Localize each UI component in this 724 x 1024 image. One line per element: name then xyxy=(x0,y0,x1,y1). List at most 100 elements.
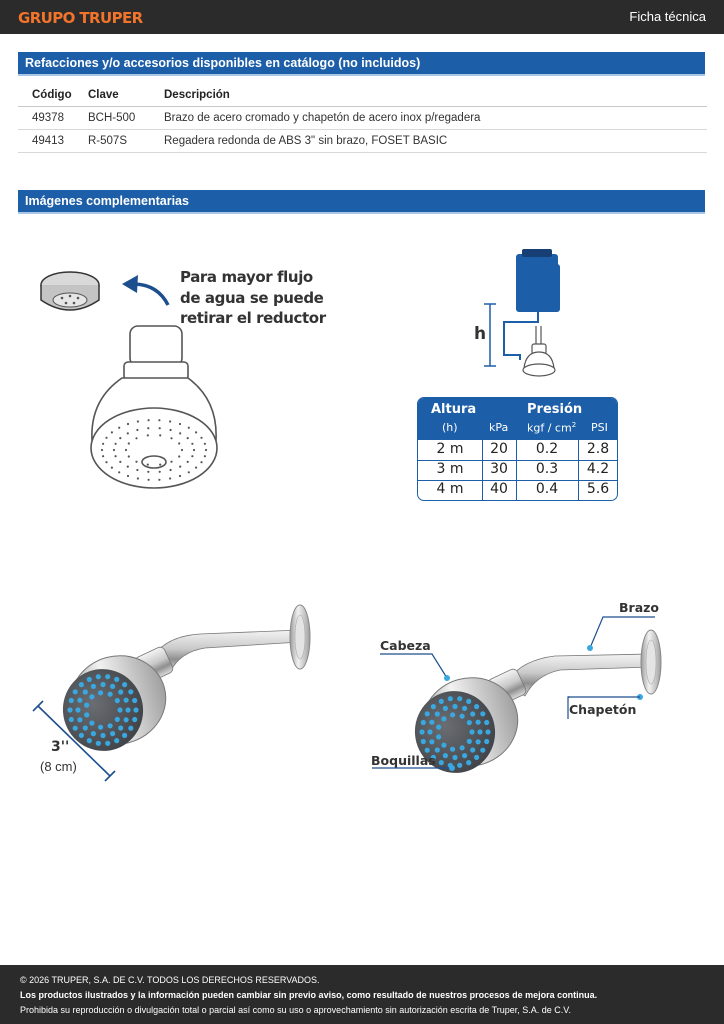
nozzle-dot xyxy=(119,437,122,440)
cell-kgf: 0.4 xyxy=(535,481,559,497)
nozzle-dot xyxy=(90,683,96,690)
cell-codigo: 49413 xyxy=(18,129,88,153)
nozzle-dot xyxy=(466,698,472,705)
nozzle-dot xyxy=(427,729,433,735)
column-header-descripcion: Descripción xyxy=(164,83,707,107)
nozzle-dot xyxy=(195,466,198,469)
nozzle-dot xyxy=(178,455,181,458)
table-row: 49378 BCH-500 Brazo de acero cromado y c… xyxy=(18,106,707,130)
cell-clave: BCH-500 xyxy=(88,106,164,130)
cell-altura: 4 m xyxy=(436,481,464,497)
curved-arrow-icon xyxy=(122,275,170,306)
nozzle-dot xyxy=(430,704,436,710)
nozzle-dot xyxy=(452,754,458,761)
callout-cabeza: Cabeza xyxy=(380,638,431,653)
nozzle-dot xyxy=(89,694,95,700)
cell-psi: 2.8 xyxy=(586,441,610,457)
nozzle-dot xyxy=(429,739,435,745)
nozzle-dot xyxy=(186,437,189,440)
nozzle-dot xyxy=(77,697,83,703)
nozzle-dot xyxy=(192,448,196,452)
nozzle-dot xyxy=(158,470,161,473)
nozzle-dot xyxy=(100,732,106,739)
pressure-row: 2 m 20 0.2 2.8 xyxy=(418,440,617,460)
cell-descripcion: Brazo de acero cromado y chapetón de ace… xyxy=(164,106,707,130)
nozzle-dot xyxy=(147,478,150,481)
nozzle-dot xyxy=(77,717,83,723)
kgf-unit-base: kgf / cm xyxy=(527,421,572,435)
nozzle-dot xyxy=(457,696,463,702)
nozzle-dot xyxy=(187,426,190,429)
presion-title: Presión xyxy=(527,402,583,417)
nozzle-dot xyxy=(452,703,458,710)
nozzle-dot xyxy=(179,465,182,468)
nozzle-dot xyxy=(95,674,101,680)
images-section-header: Imágenes complementarias xyxy=(18,190,705,214)
accessories-section-header: Refacciones y/o accesorios disponibles e… xyxy=(18,52,705,76)
nozzle-dot xyxy=(462,753,468,759)
images-section-title: Imágenes complementarias xyxy=(25,194,189,208)
nozzle-dot xyxy=(68,697,74,704)
shower-head-outline-nozzles xyxy=(100,419,208,481)
row-divider xyxy=(418,480,617,481)
nozzle-dot xyxy=(424,747,430,753)
nozzle-dot xyxy=(195,431,198,434)
nozzle-dot xyxy=(438,698,444,705)
document-type: Ficha técnica xyxy=(629,9,706,24)
nozzle-dot xyxy=(119,460,122,463)
kgf-unit: kgf / cm2 xyxy=(527,421,576,435)
altura-unit: (h) xyxy=(442,421,458,434)
nozzle-dot xyxy=(102,455,105,458)
nozzle-dot xyxy=(178,442,181,445)
psi-unit: PSI xyxy=(591,421,608,434)
nozzle-dot xyxy=(430,754,436,761)
nozzle-dot xyxy=(67,707,73,713)
nozzle-dot xyxy=(90,731,96,737)
nozzle-dot xyxy=(132,716,138,723)
nozzle-dot xyxy=(136,420,139,423)
nozzle-dot xyxy=(89,720,95,726)
reductor-icon xyxy=(40,271,100,311)
nozzle-dot xyxy=(147,419,150,422)
cell-kpa: 30 xyxy=(490,461,508,477)
nozzle-dot xyxy=(441,742,447,748)
nozzle-dot xyxy=(459,745,465,751)
cell-psi: 5.6 xyxy=(586,481,610,497)
nozzle-dot xyxy=(107,691,113,697)
nozzle-dot xyxy=(159,434,162,437)
nozzle-dot xyxy=(158,478,161,481)
nozzle-dot xyxy=(107,723,113,729)
column-divider xyxy=(482,440,483,500)
nozzle-dot xyxy=(114,716,120,723)
nozzle-dot xyxy=(100,681,106,688)
nozzle-dot xyxy=(136,428,139,432)
kpa-unit: kPa xyxy=(489,421,509,434)
nozzle-dot xyxy=(436,734,442,740)
nozzle-dot xyxy=(466,760,472,766)
dimension-line xyxy=(32,700,116,782)
nozzle-dot xyxy=(124,448,128,452)
nozzle-dot xyxy=(147,427,150,430)
nozzle-dot xyxy=(158,427,161,430)
nozzle-dot xyxy=(100,448,104,452)
cell-kpa: 20 xyxy=(490,441,508,457)
nozzle-dot xyxy=(112,448,116,452)
brand-logo: GRUPO TRUPER xyxy=(18,9,143,27)
nozzle-dot xyxy=(466,738,472,745)
cell-kpa: 40 xyxy=(490,481,508,497)
nozzle-dot xyxy=(470,747,476,753)
nozzle-dot xyxy=(110,683,116,690)
callout-chapeton: Chapetón xyxy=(569,702,637,717)
top-bar: GRUPO TRUPER Ficha técnica xyxy=(0,0,724,34)
nozzle-dot xyxy=(125,707,131,713)
nozzle-dot xyxy=(441,716,447,722)
nozzle-dot xyxy=(477,729,483,735)
table-row: 49413 R-507S Regadera redonda de ABS 3" … xyxy=(18,129,707,153)
nozzle-dot xyxy=(203,455,206,458)
nozzle-dot xyxy=(147,470,150,473)
dimension-metric: (8 cm) xyxy=(40,759,77,774)
height-label: h xyxy=(474,324,487,344)
nozzle-dot xyxy=(127,442,130,445)
nozzle-dot xyxy=(169,468,172,472)
nozzle-dot xyxy=(470,711,476,717)
